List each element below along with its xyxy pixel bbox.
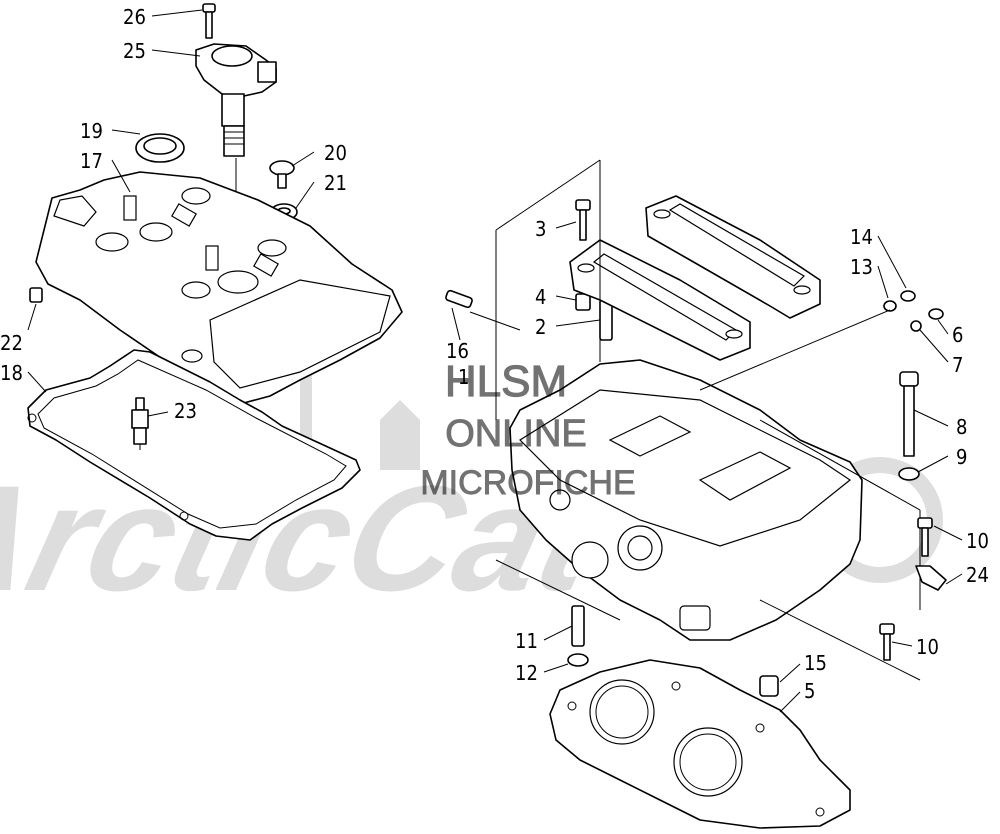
callout-11: 11 (515, 629, 538, 653)
head-bolt (898, 371, 920, 481)
callout-26: 26 (123, 5, 146, 29)
camshaft-caps (569, 195, 821, 361)
callout-10-upper: 10 (966, 529, 989, 553)
callout-labels: 26 25 19 17 20 21 22 18 23 16 3 4 2 14 1… (0, 5, 989, 703)
watermark-line2: ONLINE (445, 413, 586, 455)
callout-17: 17 (80, 149, 103, 173)
callout-25: 25 (123, 39, 146, 63)
cap-dowel (575, 293, 613, 341)
head-stud (567, 605, 589, 667)
callout-8: 8 (956, 415, 967, 439)
dowel-pin (29, 287, 43, 303)
leader-lines (27, 9, 963, 713)
cam-cap-bolt (575, 199, 591, 241)
valve-cover (35, 171, 403, 405)
callout-3: 3 (535, 217, 546, 241)
callout-10-lower: 10 (916, 635, 939, 659)
callout-1: 1 (458, 365, 469, 389)
breather-fitting (445, 289, 521, 331)
head-gasket (549, 659, 851, 829)
callout-20: 20 (324, 141, 347, 165)
callout-15: 15 (804, 651, 827, 675)
callout-22: 22 (0, 331, 23, 355)
side-bolts (879, 517, 947, 661)
callout-2: 2 (535, 315, 546, 339)
callout-24: 24 (966, 563, 989, 587)
callout-18: 18 (0, 361, 23, 385)
callout-7: 7 (952, 353, 963, 377)
callout-9: 9 (956, 445, 967, 469)
hlsm-watermark: HLSM ONLINE MICROFICHE (420, 356, 636, 502)
callout-23: 23 (174, 399, 197, 423)
callout-5: 5 (804, 679, 815, 703)
head-dowel (759, 675, 779, 697)
watermark-line3: MICROFICHE (420, 464, 635, 502)
watermark-line1: HLSM (445, 357, 567, 406)
valve-cover-gasket (27, 349, 361, 541)
small-fasteners (883, 290, 944, 332)
callout-14: 14 (850, 225, 873, 249)
callout-12: 12 (515, 661, 538, 685)
callout-13: 13 (850, 255, 873, 279)
plug-seal (135, 133, 185, 163)
callout-19: 19 (80, 119, 103, 143)
callout-21: 21 (324, 171, 347, 195)
callout-16: 16 (446, 339, 469, 363)
spark-plug (131, 397, 149, 450)
callout-6: 6 (952, 323, 963, 347)
callout-4: 4 (535, 285, 546, 309)
ignition-coil (195, 3, 277, 270)
